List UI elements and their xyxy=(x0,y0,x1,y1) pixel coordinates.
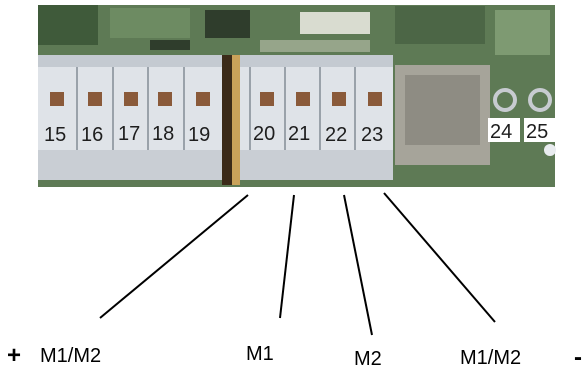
terminal-number: 25 xyxy=(526,121,548,143)
line-to-terminal-22 xyxy=(343,194,373,336)
screw-19 xyxy=(196,92,210,106)
plus-sign: + xyxy=(7,342,21,369)
caption-m2: M2 xyxy=(354,348,382,370)
board-component xyxy=(395,6,485,44)
screw-16 xyxy=(88,92,102,106)
board-component xyxy=(205,10,250,38)
terminal-number: 17 xyxy=(118,123,140,145)
board-component xyxy=(110,8,190,38)
terminal-number: 20 xyxy=(253,123,275,145)
screw-15 xyxy=(50,92,64,106)
board-component xyxy=(260,40,370,52)
line-to-terminal-21 xyxy=(279,194,295,319)
relay-shade xyxy=(405,75,480,145)
caption-m1m2-left: M1/M2 xyxy=(40,345,101,367)
terminal-number: 18 xyxy=(152,123,174,145)
terminal-screws xyxy=(50,92,382,106)
label-patch-24 xyxy=(488,118,520,142)
connection-lines xyxy=(99,192,496,336)
terminal-number: 15 xyxy=(44,124,66,146)
screw-17 xyxy=(124,92,138,106)
terminal-number: 16 xyxy=(81,124,103,146)
terminal-block-bottom xyxy=(38,150,393,180)
screw-21 xyxy=(296,92,310,106)
board-component xyxy=(495,10,550,55)
terminal-ring-24 xyxy=(493,88,517,112)
screw-20 xyxy=(260,92,274,106)
screw-22 xyxy=(332,92,346,106)
terminal-number: 19 xyxy=(188,124,210,146)
captions: + M1/M2 M1 M2 M1/M2 - xyxy=(7,342,582,371)
line-to-terminal-20 xyxy=(99,194,249,319)
label-patch-25 xyxy=(524,118,556,142)
terminal-number: 22 xyxy=(325,124,347,146)
board-component xyxy=(150,40,190,50)
cable-highlight xyxy=(232,55,240,185)
caption-m1: M1 xyxy=(246,343,274,365)
caption-m1m2-right: M1/M2 xyxy=(460,347,521,369)
terminal-number: 24 xyxy=(490,121,512,143)
terminal-ring-25 xyxy=(528,88,552,112)
screw-23 xyxy=(368,92,382,106)
board-component xyxy=(300,12,370,34)
terminal-block-photo: 15 16 17 18 19 20 21 22 23 24 25 xyxy=(38,5,556,187)
line-to-terminal-23 xyxy=(383,192,496,323)
screw-18 xyxy=(158,92,172,106)
minus-sign: - xyxy=(574,344,582,371)
terminal-numbers: 15 16 17 18 19 20 21 22 23 24 25 xyxy=(44,121,548,146)
board-standoff xyxy=(544,144,556,156)
terminal-number: 21 xyxy=(288,123,310,145)
board-component xyxy=(38,5,98,45)
terminal-number: 23 xyxy=(361,124,383,146)
terminal-block-top xyxy=(38,55,393,67)
